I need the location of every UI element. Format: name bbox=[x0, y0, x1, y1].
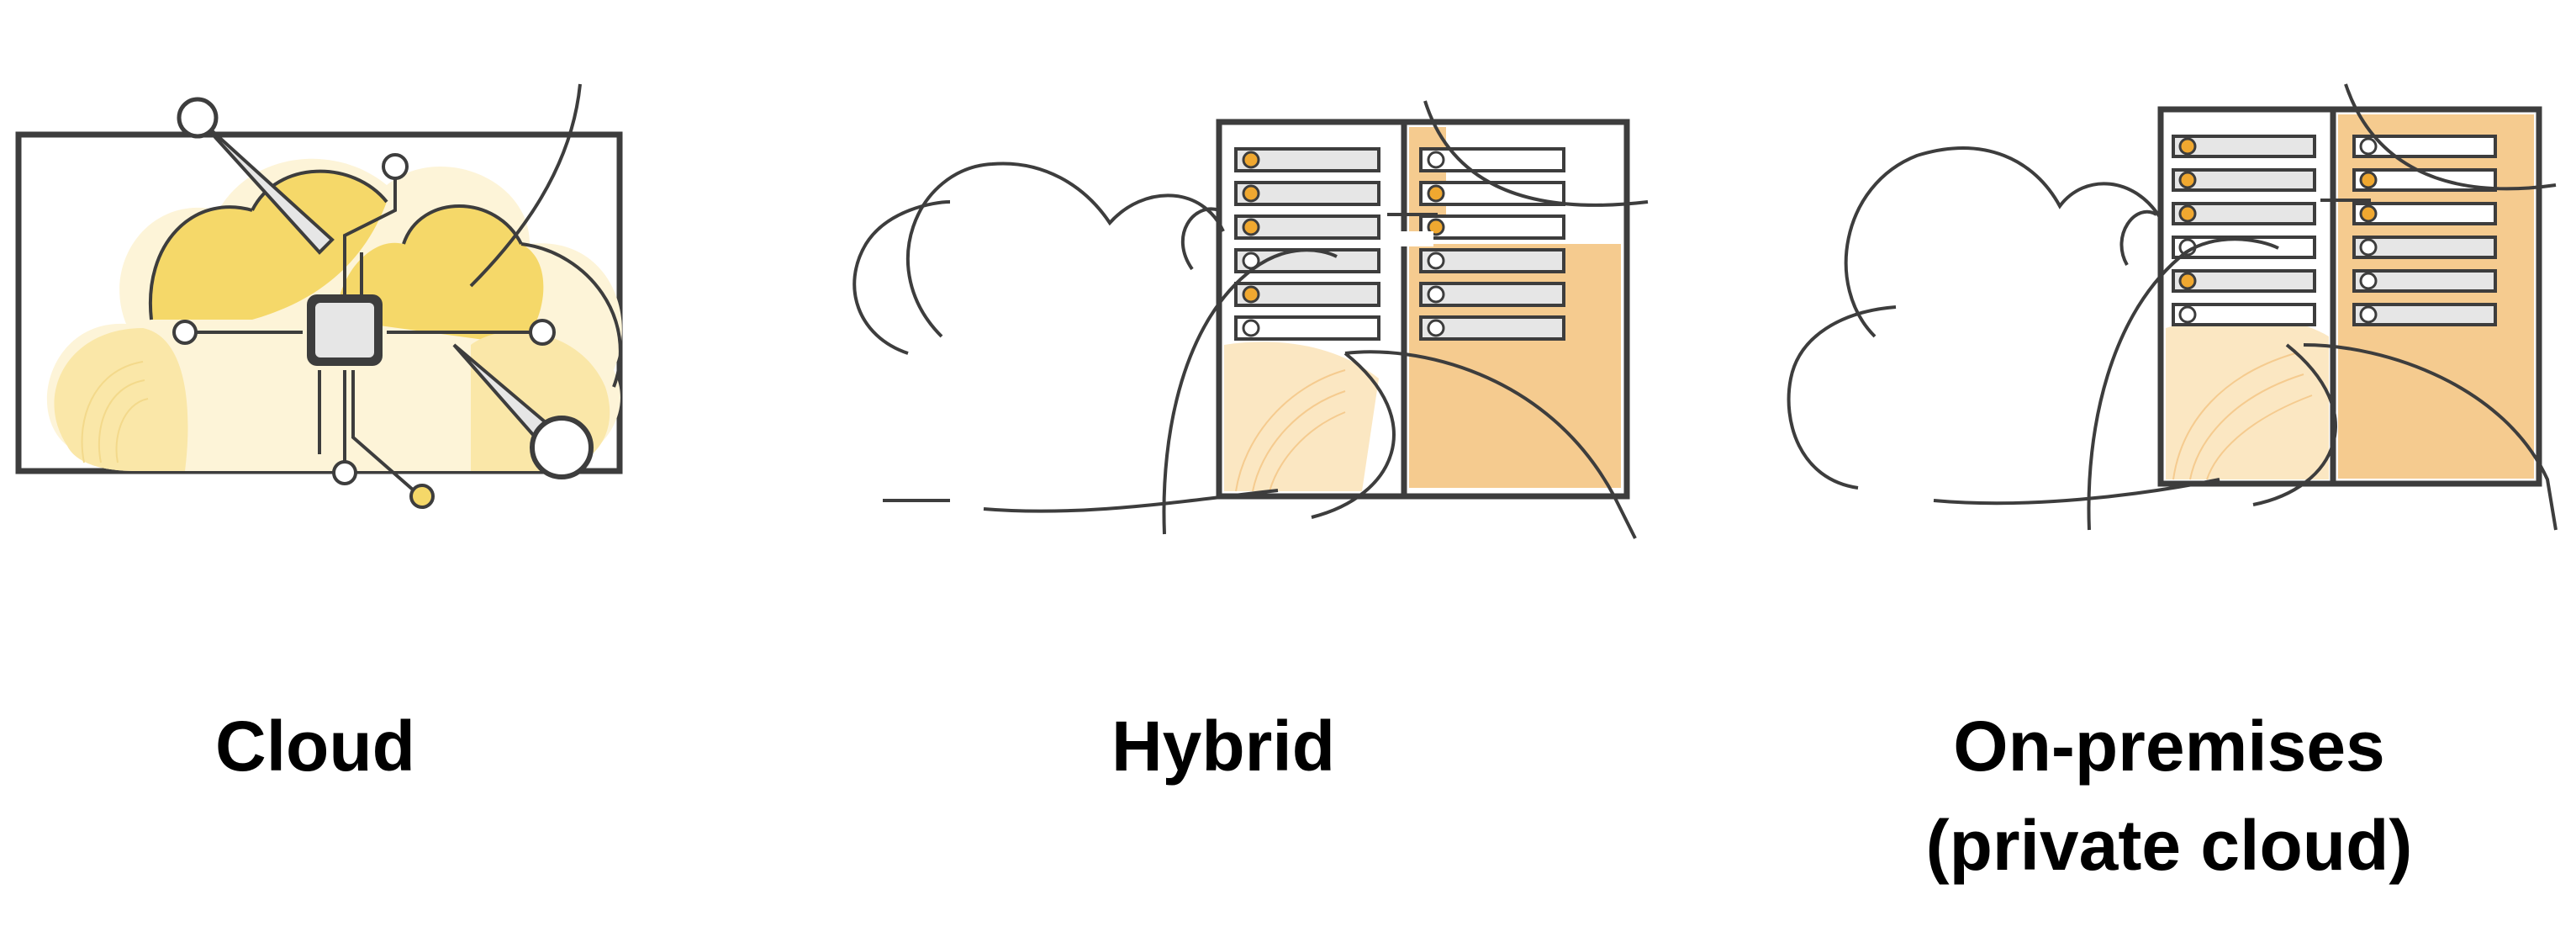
cloud-label-line: Cloud bbox=[215, 707, 415, 786]
cloud-network-icon bbox=[15, 83, 623, 509]
cloud-label: Cloud bbox=[59, 696, 572, 796]
on-premises-label: On-premises (private cloud) bbox=[1883, 696, 2455, 895]
hybrid-label: Hybrid bbox=[984, 696, 1463, 796]
hybrid-label-line: Hybrid bbox=[1111, 707, 1336, 786]
hybrid-cloud-server-icon bbox=[853, 100, 1649, 539]
on-premises-label-line-1: On-premises bbox=[1953, 707, 2385, 786]
on-premises-label-line-2: (private cloud) bbox=[1925, 806, 2413, 885]
on-premises-server-icon bbox=[1787, 83, 2558, 531]
